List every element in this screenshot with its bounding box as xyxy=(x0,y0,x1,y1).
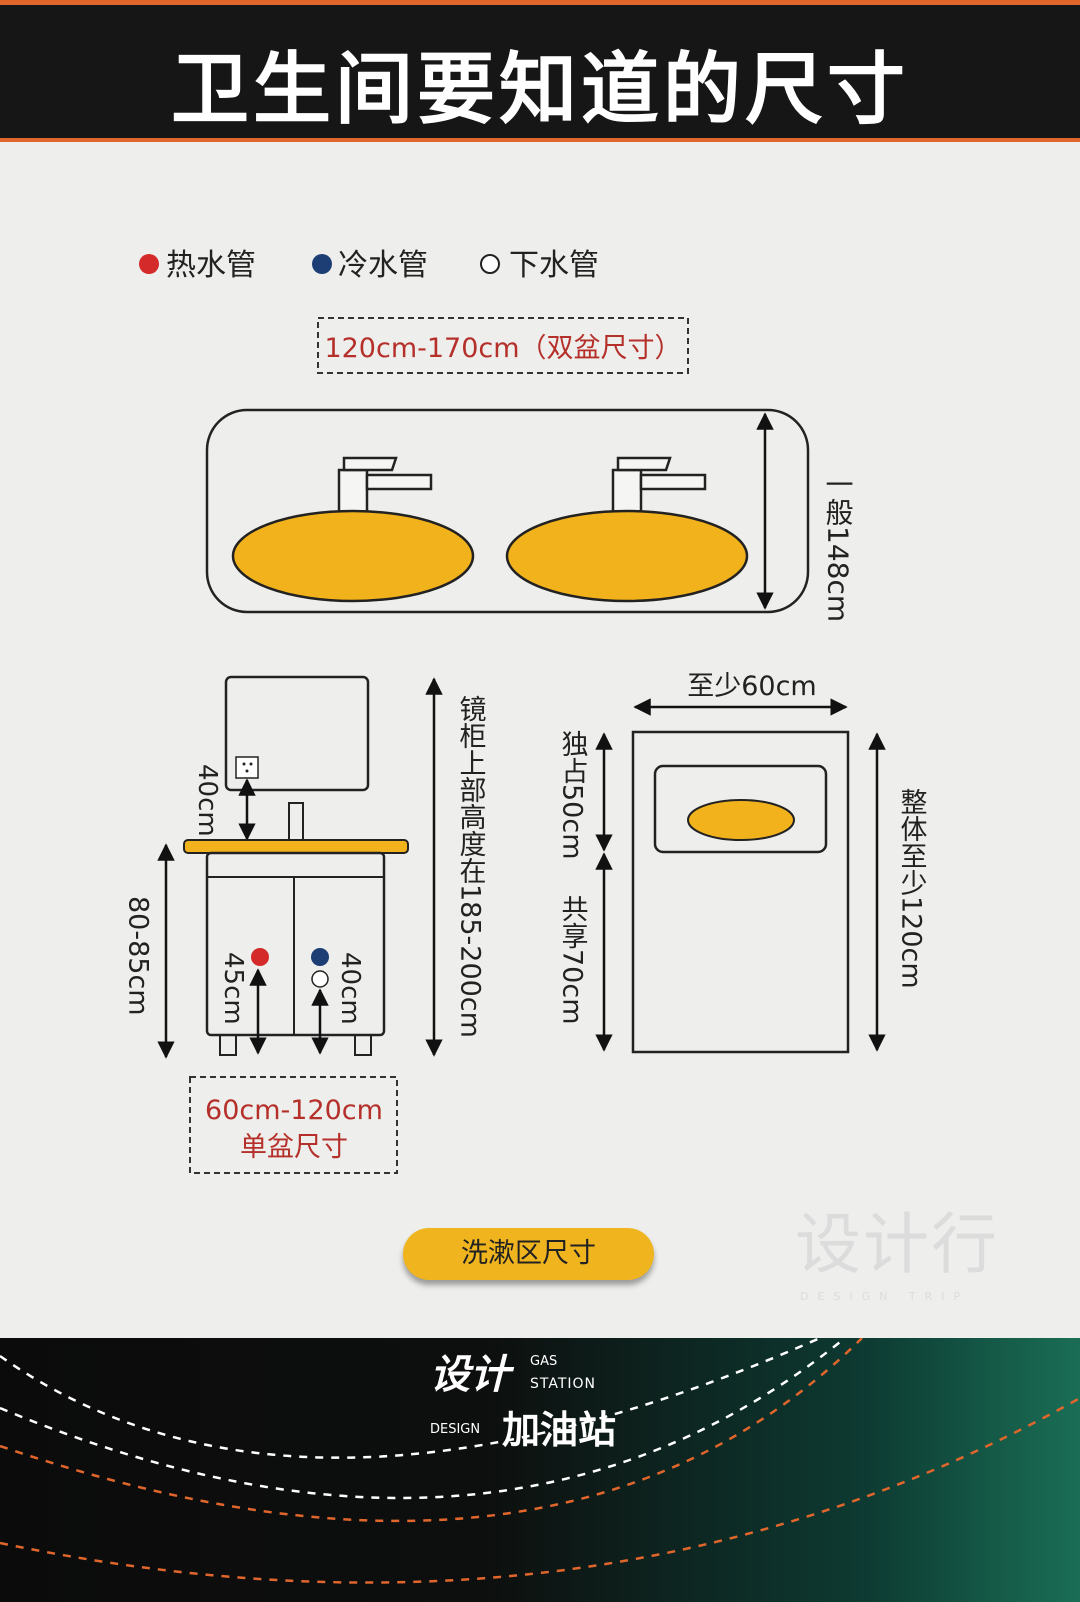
header-banner: 卫生间要知道的尺寸 xyxy=(0,0,1080,142)
vanity-cabinet xyxy=(205,851,386,1037)
socket-icon xyxy=(235,756,259,779)
page-title: 卫生间要知道的尺寸 xyxy=(170,45,909,135)
exclusive-label: 独占50cm xyxy=(557,730,589,860)
basin-top-bowl xyxy=(687,799,795,841)
space-width-label: 至少60cm xyxy=(687,671,817,702)
basin-right xyxy=(505,509,749,603)
mirror-gap-label: 40cm xyxy=(192,764,222,837)
cold-pipe-dot xyxy=(311,948,329,966)
bathroom-diagram: 热水管 冷水管 下水管 120cm-170cm（双盆尺寸） 一般148cm 40… xyxy=(123,248,928,1174)
hot-pipe-height-label: 45cm xyxy=(218,952,248,1025)
hot-pipe-legend-dot xyxy=(139,254,159,274)
counter-height-label: 80-85cm xyxy=(123,896,154,1016)
watermark-sub: DESIGN TRIP xyxy=(800,1290,970,1303)
single-width-box xyxy=(189,1076,398,1174)
single-basin-label: 单盆尺寸 xyxy=(240,1132,348,1163)
single-width-label: 60cm-120cm xyxy=(205,1095,383,1126)
mirror-top-height-label: 镜柜上部高度在185-200cm xyxy=(455,695,487,1038)
double-counter xyxy=(205,408,810,614)
cabinet-foot xyxy=(219,1034,237,1056)
basin-top-view xyxy=(653,764,828,854)
footer-decoration xyxy=(0,1338,1080,1584)
depth-label: 一般148cm xyxy=(822,470,855,622)
logo-text-gas-station-cn: 加油站 xyxy=(502,1408,617,1452)
mirror-cabinet xyxy=(224,675,370,792)
drain-pipe-legend-dot xyxy=(480,254,500,274)
hot-pipe-dot xyxy=(251,948,269,966)
logo-text-design: DESIGN xyxy=(430,1422,481,1437)
legend-cold-label: 冷水管 xyxy=(338,248,428,283)
watermark: 设计行 xyxy=(795,1206,999,1283)
double-width-label: 120cm-170cm（双盆尺寸） xyxy=(324,333,681,364)
basin-left xyxy=(231,509,475,603)
shared-label: 共享70cm xyxy=(557,895,588,1025)
cold-pipe-height-label: 40cm xyxy=(335,952,365,1025)
logo-text-gas: GAS xyxy=(530,1354,558,1369)
logo-text-station: STATION xyxy=(530,1376,597,1392)
double-width-box xyxy=(317,317,689,374)
section-label-button: 洗漱区尺寸 xyxy=(403,1228,654,1280)
drain-pipe-dot xyxy=(311,970,329,988)
legend-drain-label: 下水管 xyxy=(509,248,599,283)
footer-banner: 设计 GAS STATION DESIGN 加油站 xyxy=(0,1338,1080,1602)
space-area xyxy=(631,730,850,1054)
cold-pipe-legend-dot xyxy=(312,254,332,274)
faucet-icon xyxy=(288,802,304,841)
footer-logo: 设计 GAS STATION DESIGN 加油站 xyxy=(430,1352,670,1462)
vanity-countertop xyxy=(183,839,409,854)
cabinet-foot xyxy=(354,1034,372,1056)
total-label: 整体至少120cm xyxy=(896,788,928,989)
faucet-icon xyxy=(337,456,433,518)
faucet-icon xyxy=(611,456,707,518)
legend-hot-label: 热水管 xyxy=(166,248,256,283)
logo-text-design-cn: 设计 xyxy=(430,1352,510,1398)
